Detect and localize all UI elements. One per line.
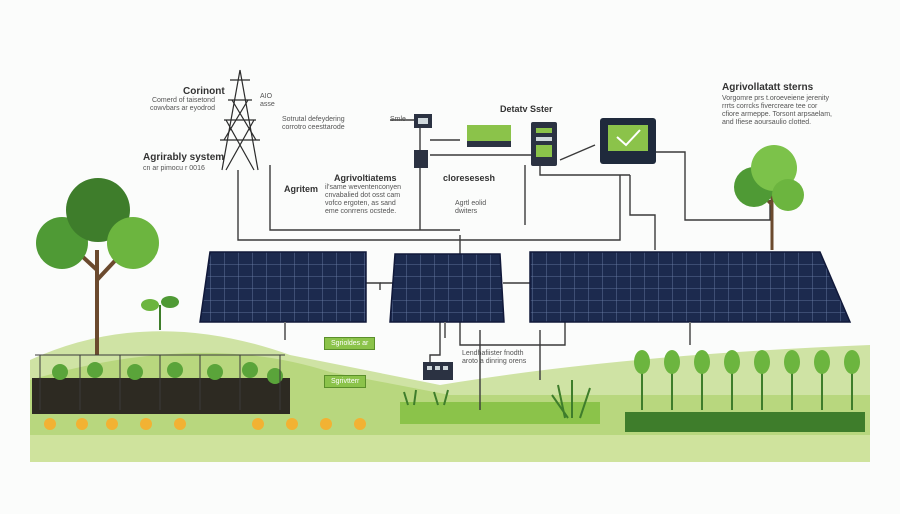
agritem-label: Agritem bbox=[284, 184, 319, 194]
data-cabinet-icon bbox=[531, 122, 557, 166]
tree-right-icon bbox=[734, 145, 804, 250]
controller-box-icon bbox=[423, 362, 453, 380]
tower-tag: AIO asse bbox=[260, 93, 275, 109]
right-title: Agrivollatatt sterns bbox=[722, 82, 814, 93]
inverter-box-icon bbox=[467, 125, 511, 147]
solar-panel-array bbox=[199, 251, 852, 345]
mid-subtitle: Agrtl eolid dwiters bbox=[455, 200, 487, 216]
wiring bbox=[237, 119, 771, 410]
mid-title: cloresesesh bbox=[443, 173, 496, 183]
sensor-note: Sotrutal defeydering corrotro ceesttarod… bbox=[282, 116, 345, 132]
agri-system-title: Agrirably system bbox=[143, 152, 225, 163]
agri-system-subtitle: cn ar pimocu r 0016 bbox=[143, 165, 205, 172]
crop-rows-right bbox=[625, 350, 865, 432]
bottom-note: Lendhafiister fnodth aroto a dinring ore… bbox=[462, 350, 527, 366]
crop-bed bbox=[32, 354, 366, 430]
left-top-subtitle: Comerd of taisetond cowvbars ar eyodrod bbox=[150, 97, 215, 113]
sensor-icon bbox=[414, 114, 432, 128]
field-tag-1: Sgrioldes ar bbox=[324, 337, 376, 350]
grass-tuft-icon bbox=[403, 380, 591, 419]
monitor-device-icon bbox=[600, 118, 656, 164]
right-subtitle: Vorgomre prs t.oroeveiene jerenity rrrts… bbox=[722, 95, 832, 127]
agrivoltaic-subtitle: il'same weventenconyen cnvabalied dot os… bbox=[325, 184, 402, 216]
transmission-tower-icon bbox=[220, 69, 260, 171]
agrivoltaic-title: Agrivoltiatems bbox=[334, 173, 397, 183]
data-system-title: Detatv Sster bbox=[500, 104, 553, 114]
smile-label: Smle bbox=[390, 116, 406, 123]
tree-left-icon bbox=[36, 178, 159, 355]
seedling-icon bbox=[141, 296, 179, 330]
left-top-title: Corinont bbox=[183, 86, 225, 97]
meter-icon bbox=[414, 150, 428, 168]
field-tag-2: Sgrivtterr bbox=[324, 375, 367, 388]
